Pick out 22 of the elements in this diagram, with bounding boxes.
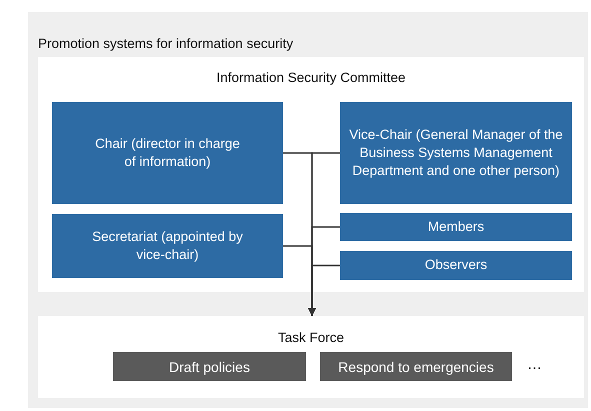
- group-panel: [38, 57, 584, 292]
- group-heading: Task Force: [276, 330, 346, 345]
- role-text: Secretariat (appointed by vice-chair): [91, 228, 244, 264]
- role-text: Chair (director in charge of information): [94, 134, 241, 171]
- connector-arrow: [308, 264, 340, 316]
- role-text: Vice-Chair (General Manager of the Business Systems Management Department and one other person): [348, 126, 564, 180]
- role-box: [52, 102, 283, 204]
- role-text: Draft policies: [169, 358, 250, 374]
- role-box: [52, 214, 283, 278]
- group-heading: Promotion systems for information security: [38, 36, 294, 51]
- role-box: [340, 213, 572, 241]
- role-text: Observers: [424, 256, 488, 274]
- outer-panel: [28, 12, 588, 408]
- more-ellipsis: …: [527, 356, 542, 373]
- task-box: [113, 352, 306, 381]
- role-text: Respond to emergencies: [338, 358, 494, 374]
- group-panel: [38, 316, 584, 398]
- task-box: [320, 352, 512, 381]
- role-text: Members: [428, 218, 484, 236]
- role-box: [340, 102, 572, 204]
- role-box: [340, 251, 572, 280]
- group-heading: Information Security Committee: [215, 70, 407, 85]
